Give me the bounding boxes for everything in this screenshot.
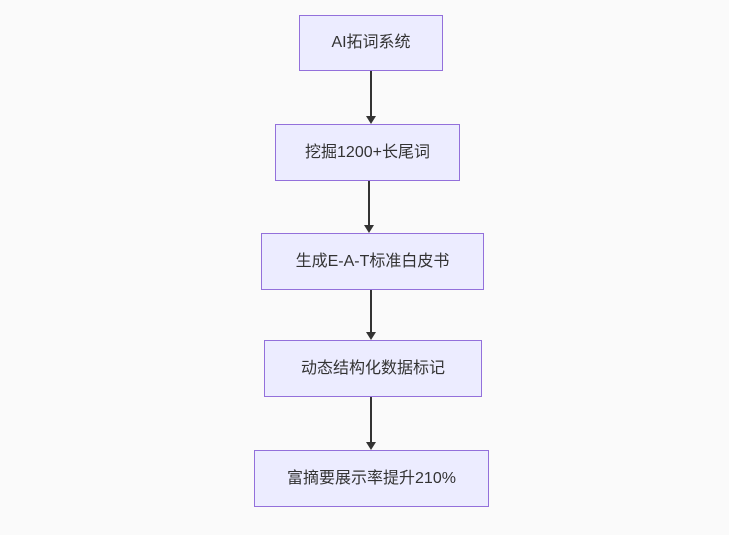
arrow-line — [368, 181, 370, 225]
flow-node-ai-word-expansion-system: AI拓词系统 — [299, 15, 443, 71]
arrow-down-connector-1 — [365, 71, 377, 124]
arrow-down-connector-2 — [363, 181, 375, 233]
flow-node-generate-eat-whitepaper: 生成E-A-T标准白皮书 — [261, 233, 484, 290]
arrowhead-down-icon — [366, 442, 376, 450]
arrowhead-down-icon — [366, 332, 376, 340]
arrow-down-connector-3 — [365, 290, 377, 340]
arrowhead-down-icon — [366, 116, 376, 124]
arrow-line — [370, 397, 372, 442]
flow-node-dynamic-structured-data-markup: 动态结构化数据标记 — [264, 340, 482, 397]
flow-node-mine-longtail-keywords: 挖掘1200+长尾词 — [275, 124, 460, 181]
arrow-line — [370, 71, 372, 116]
arrow-down-connector-4 — [365, 397, 377, 450]
flow-node-rich-snippet-rate-increase: 富摘要展示率提升210% — [254, 450, 489, 507]
arrow-line — [370, 290, 372, 332]
arrowhead-down-icon — [364, 225, 374, 233]
